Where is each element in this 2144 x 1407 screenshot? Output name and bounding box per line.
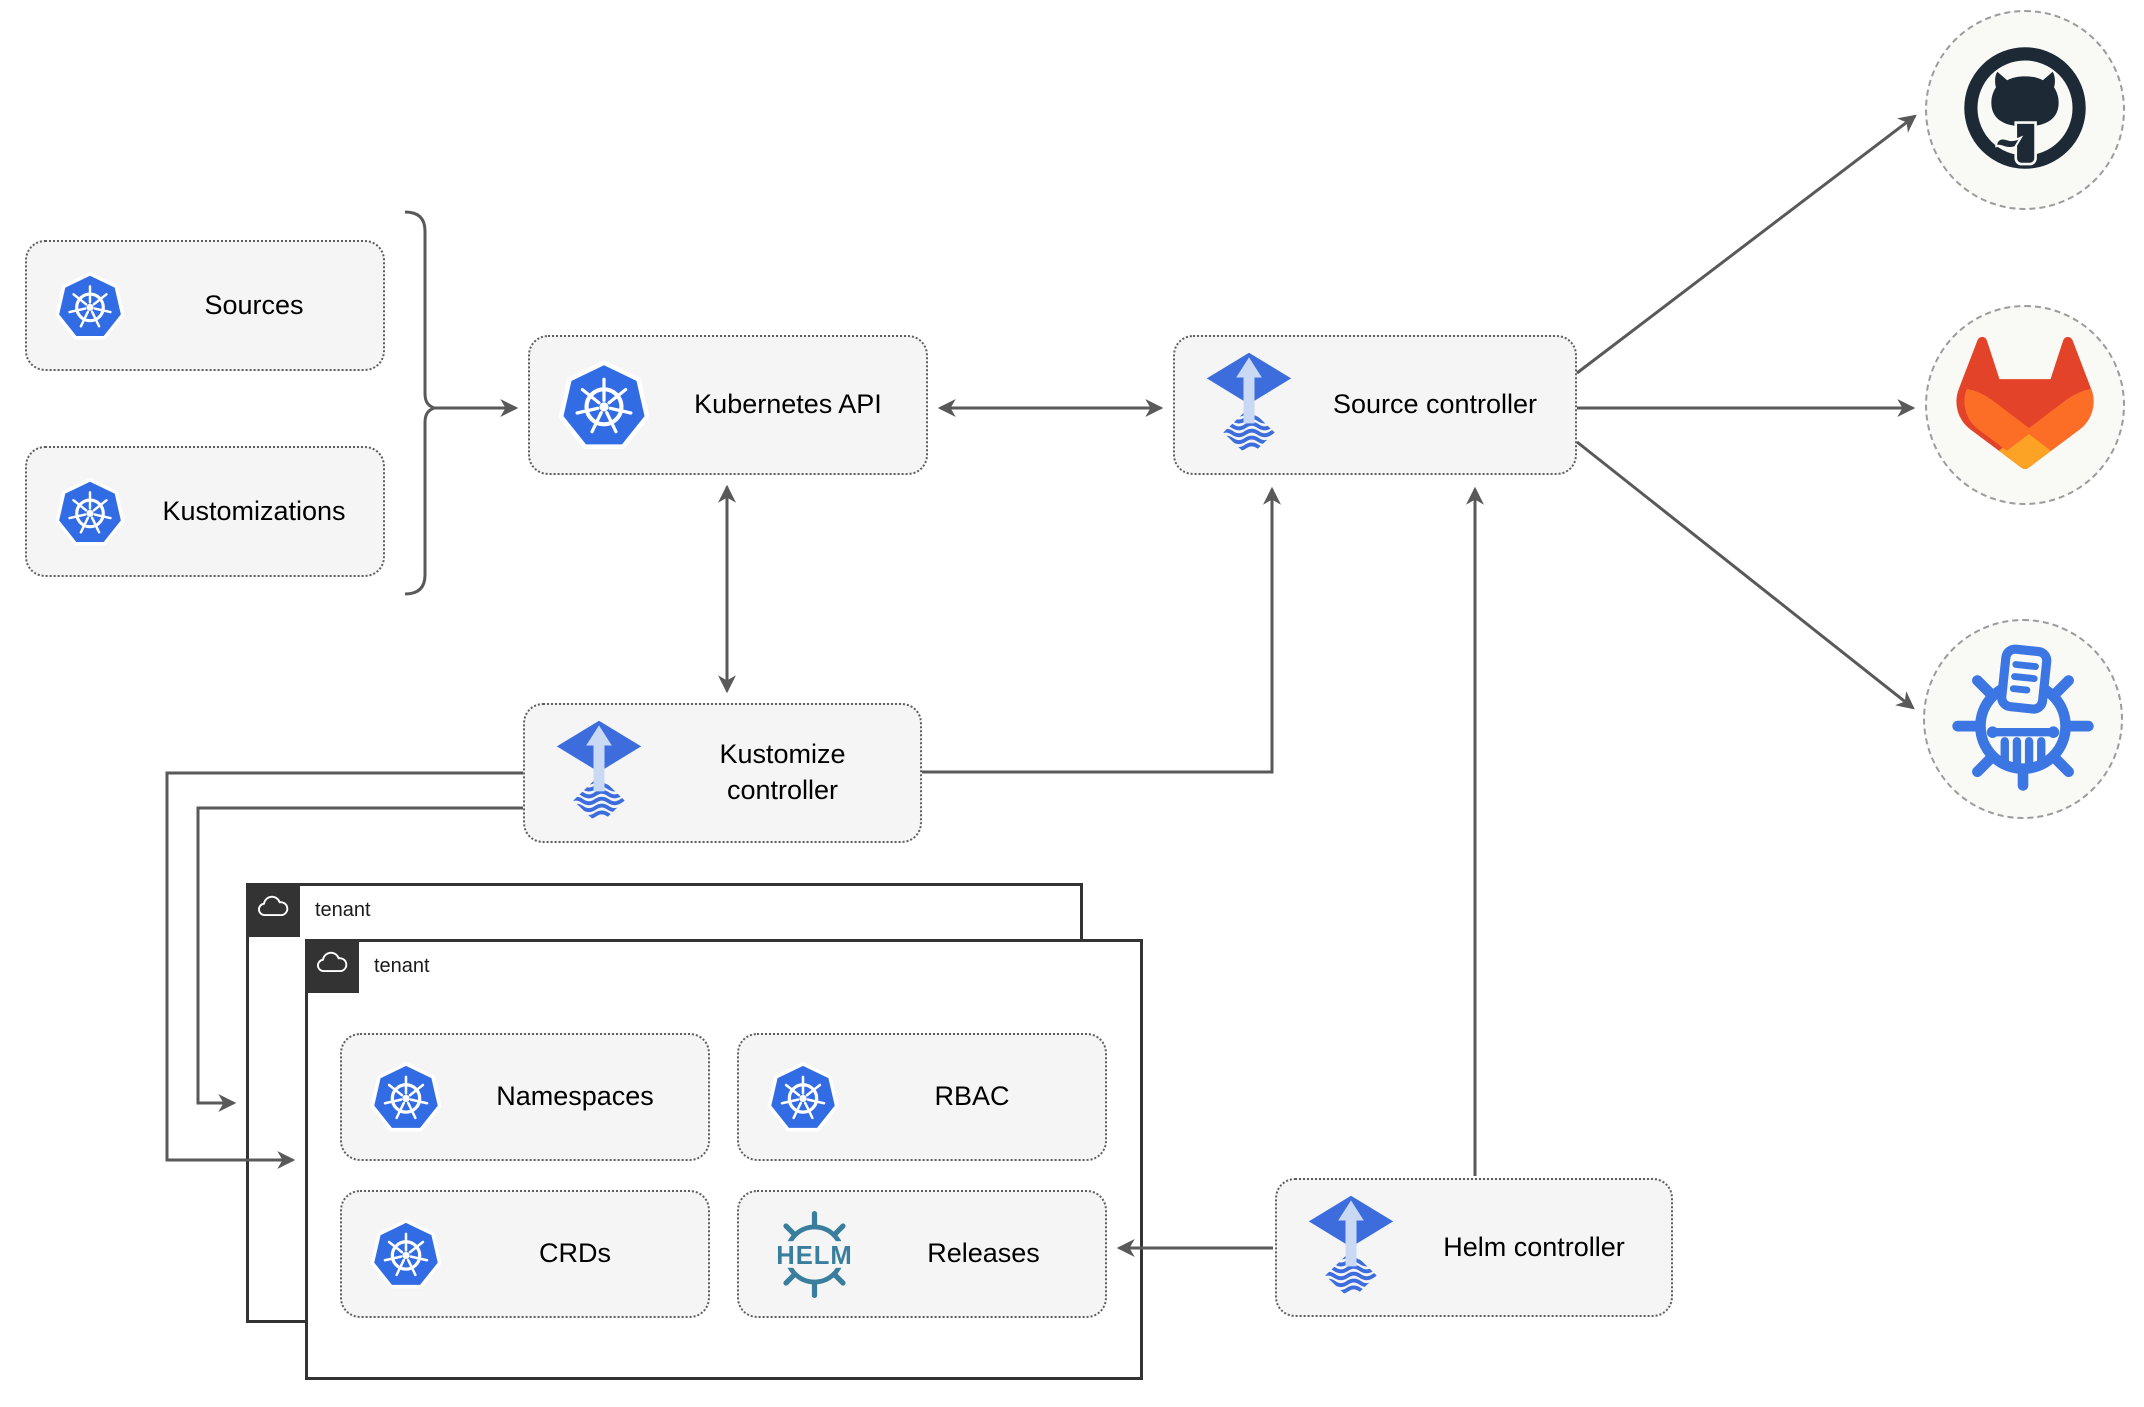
flux-icon [553, 718, 645, 828]
node-label: Namespaces [496, 1081, 654, 1112]
edge-source-controller-to-github [1576, 114, 1917, 375]
node-kubernetes-api: Kubernetes API [528, 335, 928, 475]
endpoint-github [1925, 10, 2125, 210]
tenant-label: tenant [374, 955, 430, 977]
tenant-label: tenant [315, 899, 371, 921]
node-label: Helm controller [1443, 1231, 1625, 1262]
kubernetes-icon [558, 359, 650, 451]
node-kustomizations: Kustomizations [25, 446, 385, 577]
node-source-controller: Source controller [1173, 335, 1577, 475]
kubernetes-icon [370, 1218, 442, 1290]
kubernetes-icon [370, 1061, 442, 1133]
node-label: Kustomize controller [719, 739, 846, 805]
edge-kustomize-controller-to-source-controller [922, 486, 1281, 774]
node-label: RBAC [934, 1081, 1010, 1112]
node-label: Releases [927, 1238, 1040, 1269]
helm-icon: HELM [767, 1207, 862, 1302]
helm-wordmark: HELM [776, 1242, 852, 1270]
node-label: CRDs [539, 1238, 611, 1269]
endpoint-chartmuseum [1923, 619, 2123, 819]
node-rbac: RBAC [737, 1033, 1107, 1161]
kubernetes-icon [55, 271, 125, 341]
node-label: Kubernetes API [694, 389, 882, 420]
tenant-tab [246, 883, 300, 937]
tenant-box-front: tenant Namespaces [305, 939, 1143, 1380]
node-label: Kustomizations [162, 495, 346, 526]
node-crds: CRDs [340, 1190, 710, 1318]
cloud-icon [314, 951, 350, 981]
node-namespaces: Namespaces [340, 1033, 710, 1161]
node-label: Sources [204, 289, 304, 320]
node-releases: HELM Releases [737, 1190, 1107, 1318]
tenant-tab [305, 939, 359, 993]
gitlab-icon [1950, 328, 2100, 483]
endpoint-gitlab [1925, 305, 2125, 505]
node-sources: Sources [25, 240, 385, 371]
flux-icon [1203, 350, 1295, 460]
node-label: Source controller [1332, 389, 1538, 420]
chartmuseum-icon [1947, 641, 2099, 798]
edge-source-controller-to-chartmuseum [1576, 440, 1915, 710]
brace-sources-kustomizations [404, 210, 438, 596]
github-icon [1959, 42, 2091, 179]
kubernetes-icon [55, 477, 125, 547]
flux-icon [1305, 1193, 1397, 1303]
kubernetes-icon [767, 1061, 839, 1133]
node-helm-controller: Helm controller [1275, 1178, 1673, 1317]
node-kustomize-controller: Kustomize controller [523, 703, 922, 843]
cloud-icon [255, 895, 291, 925]
